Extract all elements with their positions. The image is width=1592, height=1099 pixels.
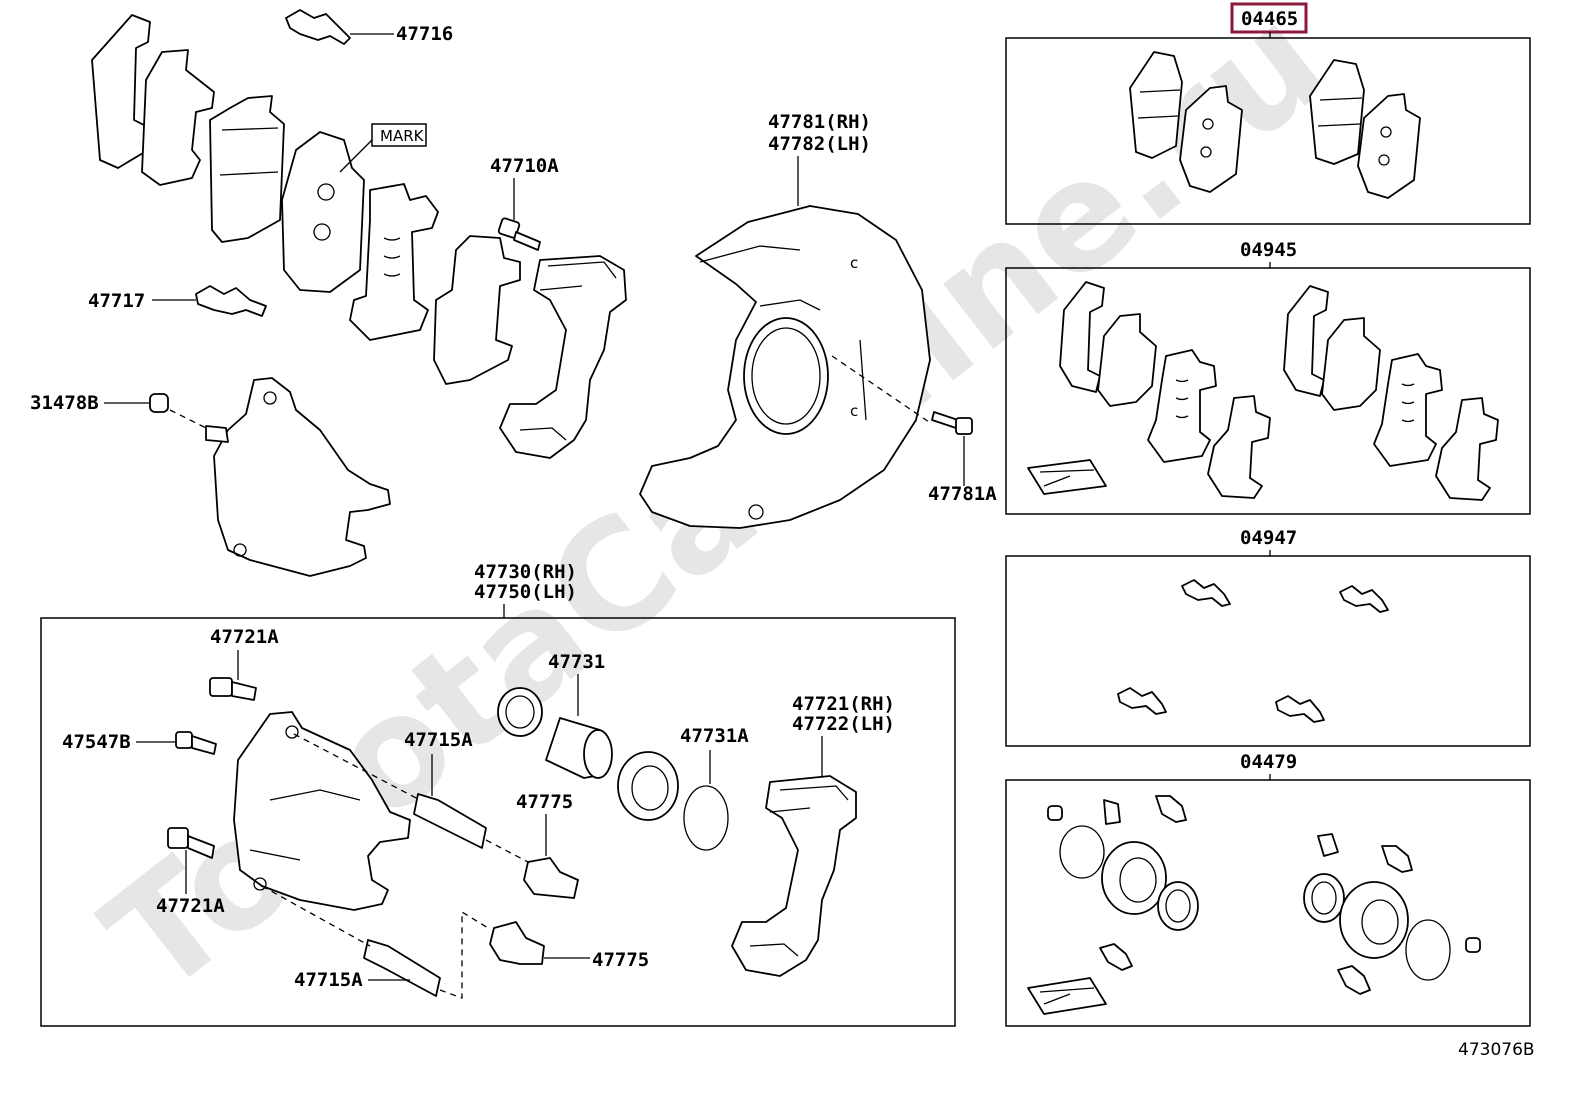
callout-47721-rh: 47721(RH) xyxy=(792,693,895,715)
clip-47717 xyxy=(195,285,267,317)
kit-04465-label[interactable]: 04465 xyxy=(1241,8,1298,30)
callout-47717: 47717 xyxy=(88,290,145,312)
shim-outer xyxy=(91,14,151,169)
callout-47547B: 47547B xyxy=(62,731,131,753)
callout-47715A-bottom: 47715A xyxy=(294,969,363,991)
kit-04945-frame xyxy=(1005,267,1531,515)
kit-04479-frame xyxy=(1005,779,1531,1027)
callout-47710A: 47710A xyxy=(490,155,559,177)
kit-04465-frame xyxy=(1005,37,1531,225)
caliper-piston xyxy=(545,717,613,779)
kit-04465-highlight xyxy=(1230,2,1308,34)
bleeder-bolt-top xyxy=(209,677,257,701)
anti-squeal-shim xyxy=(349,183,439,341)
boot-ring xyxy=(683,785,729,851)
slide-pin-small xyxy=(205,425,229,443)
caliper-cylinder xyxy=(233,711,411,911)
svg-text:c: c xyxy=(850,254,858,272)
bleeder-bolt-bottom xyxy=(167,827,215,859)
callout-47731A: 47731A xyxy=(680,725,749,747)
brake-pad-outer xyxy=(209,95,285,243)
kit-04945-shims xyxy=(1027,281,1499,501)
svg-text:c: c xyxy=(850,402,858,420)
bleeder-plug xyxy=(175,731,217,755)
kit-04479-label[interactable]: 04479 xyxy=(1240,751,1297,773)
cylinder-slide-bushing-top xyxy=(523,857,579,899)
kit-04947-frame xyxy=(1005,555,1531,747)
callout-47721A-bottom: 47721A xyxy=(156,895,225,917)
disc-brake-dust-cover: c c xyxy=(639,205,931,529)
piston-seal-ring xyxy=(497,687,543,737)
callout-47730-rh: 47730(RH) xyxy=(474,561,577,583)
slide-pin-top xyxy=(413,793,487,849)
callout-31478B: 31478B xyxy=(30,392,99,414)
callout-47775-bottom: 47775 xyxy=(592,949,649,971)
pad-support-plate xyxy=(433,235,521,385)
mark-label-box xyxy=(371,123,427,147)
callout-47781-rh: 47781(RH) xyxy=(768,111,871,133)
brake-pad-inner xyxy=(281,131,365,293)
caliper-assembly-frame xyxy=(40,617,956,1027)
mark-label: MARK xyxy=(380,127,425,145)
bushing-31478B xyxy=(149,393,169,413)
caliper-mounting-bracket-lower xyxy=(731,775,857,977)
callout-47722-lh: 47722(LH) xyxy=(792,713,895,735)
callout-47716: 47716 xyxy=(396,23,453,45)
bolt-47710A xyxy=(497,217,541,251)
kit-04947-clips xyxy=(1117,579,1389,723)
kit-04945-label[interactable]: 04945 xyxy=(1240,239,1297,261)
piston-boot xyxy=(617,751,679,821)
callout-47731: 47731 xyxy=(548,651,605,673)
kit-04947-label[interactable]: 04947 xyxy=(1240,527,1297,549)
clip-47716 xyxy=(285,9,351,45)
callout-47715A-top: 47715A xyxy=(404,729,473,751)
caliper-body-upper xyxy=(213,377,391,577)
callout-47775-top: 47775 xyxy=(516,791,573,813)
shim-inner xyxy=(141,49,215,186)
callout-47781A: 47781A xyxy=(928,483,997,505)
cylinder-slide-bushing-bottom xyxy=(489,921,545,965)
kit-04465-pads xyxy=(1129,51,1421,199)
callout-47750-lh: 47750(LH) xyxy=(474,581,577,603)
callout-47782-lh: 47782(LH) xyxy=(768,133,871,155)
kit-04479-seals xyxy=(1027,795,1481,1015)
slide-pin-bottom xyxy=(363,939,441,997)
caliper-mounting-bracket xyxy=(499,255,627,459)
bolt-47781A xyxy=(931,411,973,435)
figure-id: 473076B xyxy=(1458,1040,1535,1060)
callout-47721A-top: 47721A xyxy=(210,626,279,648)
